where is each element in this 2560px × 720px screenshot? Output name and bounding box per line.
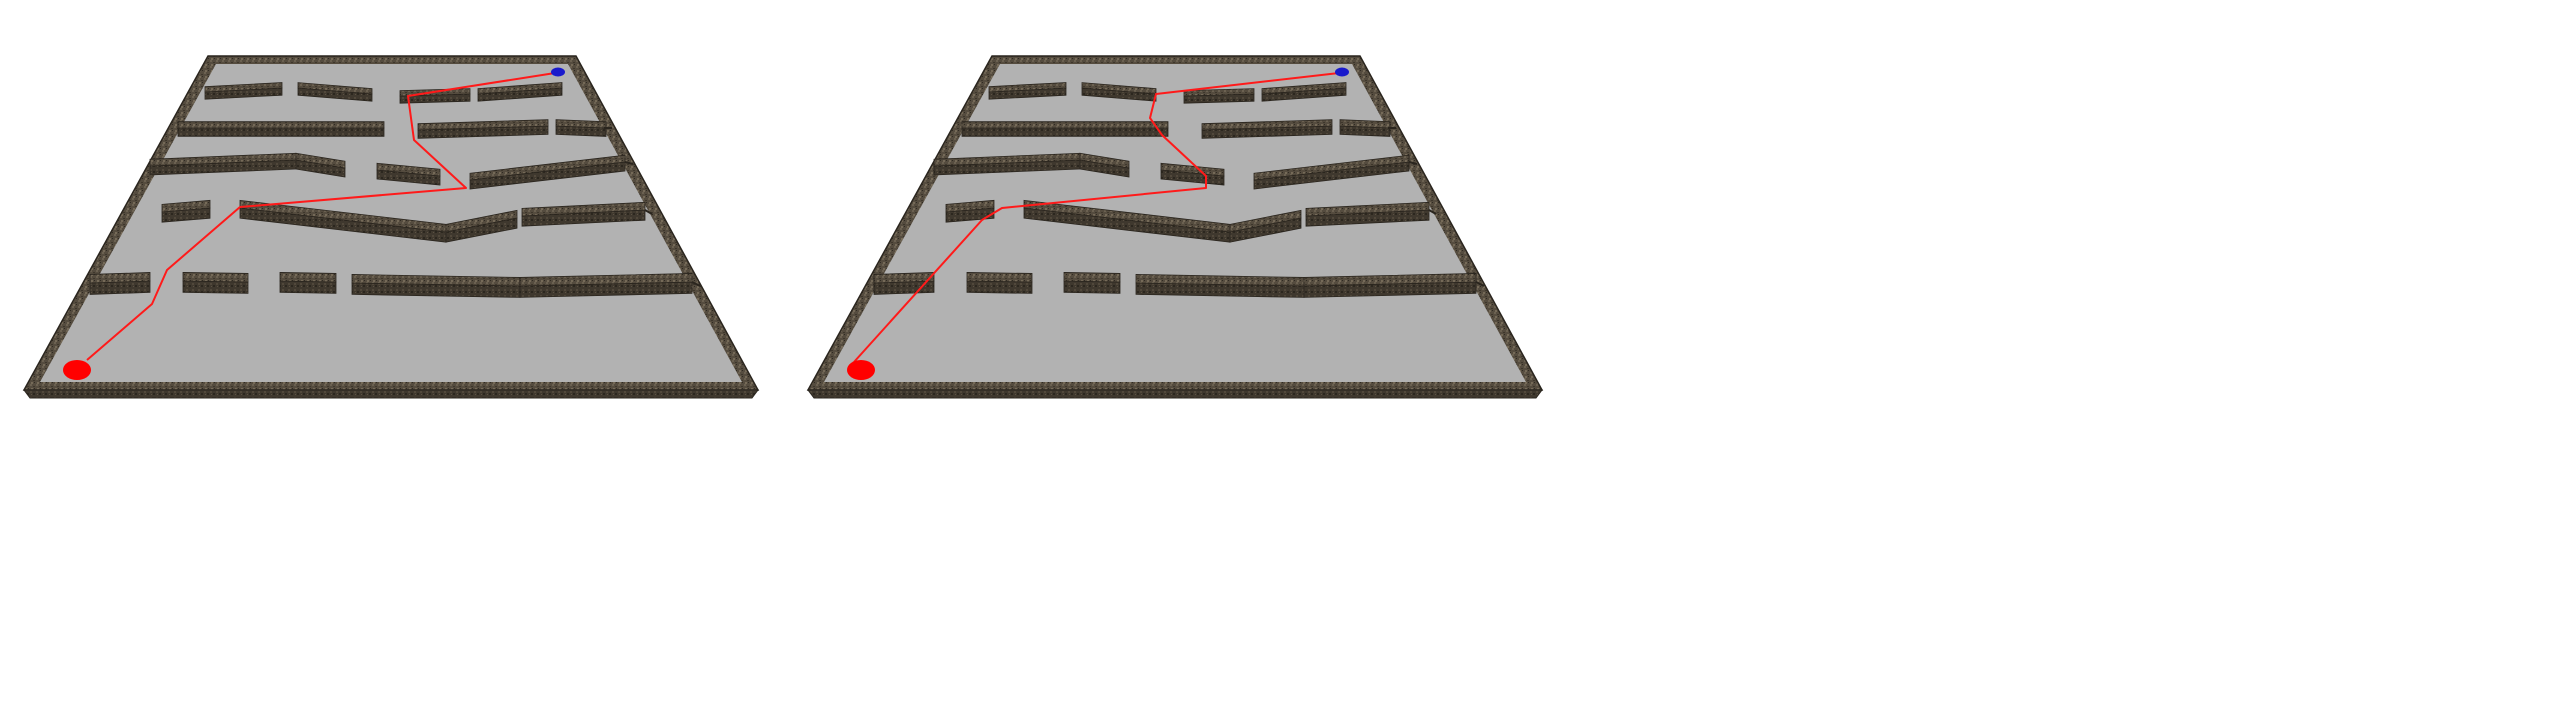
maze-wall	[988, 82, 1067, 93]
maze-wall-joint	[624, 161, 634, 165]
maze-wall	[1261, 82, 1347, 95]
planned-path	[853, 72, 1340, 363]
maze-wall	[1229, 209, 1302, 233]
maze-wall-side	[182, 280, 249, 294]
maze-wall-joint	[1408, 161, 1418, 165]
start-marker-icon	[63, 360, 91, 380]
maze-wall-joint	[691, 281, 701, 287]
maze-wall	[873, 272, 935, 284]
maze-wall	[161, 199, 211, 213]
maze-wall-side	[966, 280, 1033, 294]
maze-wall	[376, 162, 441, 177]
goal-marker-icon	[551, 67, 565, 77]
maze-wall	[1160, 162, 1225, 177]
maze-wall-side	[1063, 280, 1121, 294]
maze-wall-side	[961, 127, 1169, 137]
maze-wall	[961, 121, 1169, 129]
maze-wall	[204, 82, 283, 93]
maze-wall-joint	[644, 209, 653, 215]
maze-wall	[1183, 88, 1255, 97]
maze-wall	[295, 152, 346, 169]
maze-wall	[417, 119, 549, 131]
floor-front-edge	[23, 389, 759, 399]
maze-wall	[297, 82, 373, 95]
maze-wall-joint	[1475, 281, 1485, 287]
planned-path	[86, 72, 556, 361]
maze-wall	[89, 272, 151, 284]
maze-wall	[1063, 272, 1121, 283]
maze-wall-side	[177, 127, 385, 137]
floor-front-edge	[807, 389, 1543, 399]
maze-wall	[477, 82, 563, 95]
maze-wall	[1201, 119, 1333, 131]
right-maze-panel	[806, 55, 1544, 399]
maze-wall	[182, 272, 249, 283]
maze-wall	[279, 272, 337, 283]
maze-wall-side	[279, 280, 337, 294]
goal-marker-icon	[1335, 67, 1349, 77]
left-maze-panel	[22, 55, 760, 399]
maze-wall	[177, 121, 385, 129]
maze-wall	[445, 209, 518, 233]
maze-wall	[966, 272, 1033, 283]
maze-wall	[945, 199, 995, 213]
maze-wall-joint	[1428, 209, 1437, 215]
start-marker-icon	[847, 360, 875, 380]
maze-wall	[1079, 152, 1130, 169]
